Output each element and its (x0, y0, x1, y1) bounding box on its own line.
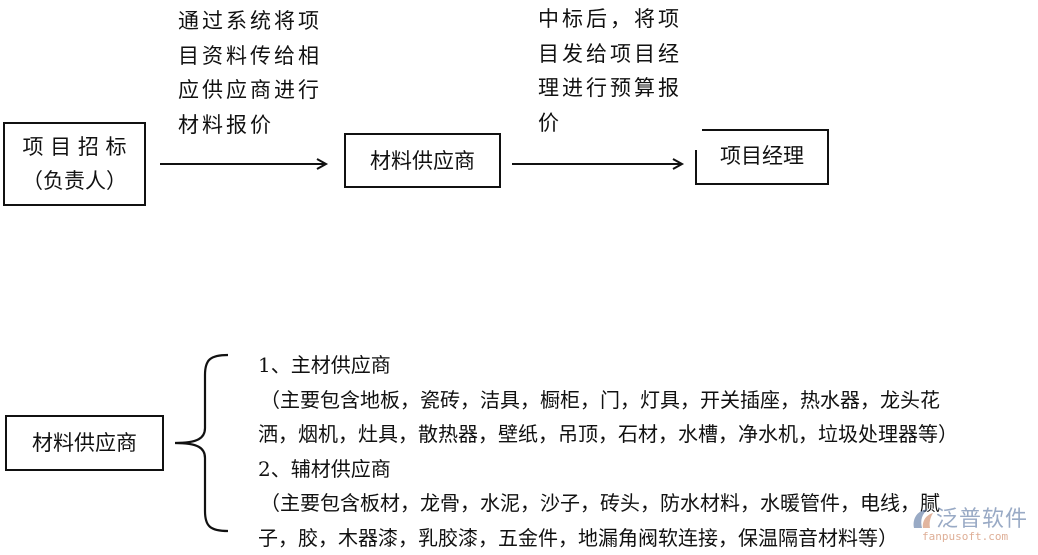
note-line: 应供应商进行 (178, 73, 322, 108)
brace-icon (170, 350, 235, 540)
list-item-line: （主要包含板材，龙骨，水泥，沙子，砖头，防水材料，水暖管件，电线，腻 (260, 486, 958, 521)
arrow-right-icon (158, 156, 333, 172)
node-supplier: 材料供应商 (344, 133, 501, 188)
note-line: 中标后，将项 (538, 2, 682, 37)
node-manager: 项目经理 (695, 129, 829, 185)
watermark: 泛普软件 fanpusoft.com (900, 500, 1038, 550)
note-line: 通过系统将项 (178, 4, 322, 39)
list-item-line: 洒，烟机，灶具，散热器，壁纸，吊顶，石材，水槽，净水机，垃圾处理器等） (258, 417, 958, 452)
supplier-root: 材料供应商 (5, 415, 164, 471)
note-line: 目资料传给相 (178, 39, 322, 74)
note-send-to-suppliers: 通过系统将项 目资料传给相 应供应商进行 材料报价 (178, 4, 322, 142)
supplier-root-label: 材料供应商 (32, 425, 137, 461)
supplier-list: 1、主材供应商 （主要包含地板，瓷砖，洁具，橱柜，门，灯具，开关插座，热水器，龙… (258, 348, 958, 555)
watermark-brand: 泛普软件 (936, 501, 1028, 533)
note-line: 理进行预算报 (538, 71, 682, 106)
watermark-url: fanpusoft.com (922, 530, 1008, 543)
node-supplier-label: 材料供应商 (370, 143, 475, 179)
note-send-to-manager: 中标后，将项 目发给项目经 理进行预算报 价 (538, 2, 682, 140)
note-line: 目发给项目经 (538, 37, 682, 72)
node-manager-label: 项目经理 (720, 140, 804, 170)
node-bidding-label: 项 目 招 标 (22, 130, 126, 164)
node-bidding: 项 目 招 标 （负责人） (3, 122, 146, 206)
note-line: 材料报价 (178, 108, 322, 143)
node-bidding-owner: （负责人） (22, 164, 127, 198)
list-item-line: 子，胶，木器漆，乳胶漆，五金件，地漏角阀软连接，保温隔音材料等） (258, 521, 958, 555)
list-item-title: 1、主材供应商 (258, 348, 958, 383)
list-item-title: 2、辅材供应商 (258, 452, 958, 487)
list-item-line: （主要包含地板，瓷砖，洁具，橱柜，门，灯具，开关插座，热水器，龙头花 (260, 383, 958, 418)
brand-logo-icon (910, 506, 936, 532)
note-line: 价 (538, 106, 682, 141)
arrow-right-icon (510, 156, 688, 172)
